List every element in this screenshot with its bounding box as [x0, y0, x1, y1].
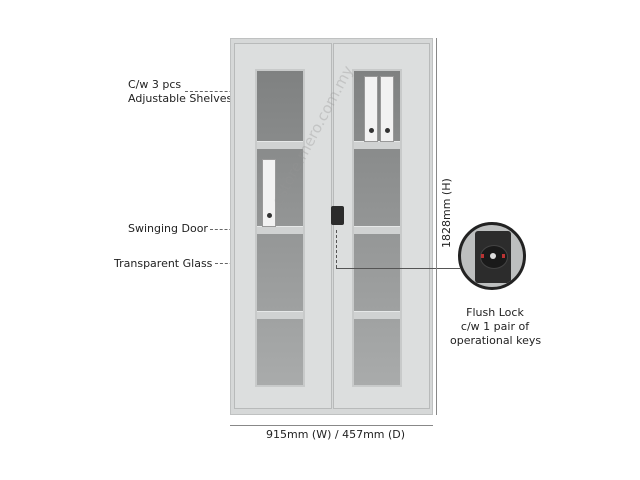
- width-label: 915mm (W) / 457mm (D): [266, 428, 406, 441]
- lock-label-line2: c/w 1 pair of: [460, 320, 530, 333]
- shelves-label-line2: Adjustable Shelves: [128, 92, 233, 105]
- glass-label: Transparent Glass: [114, 257, 213, 270]
- flush-lock-icon: [475, 231, 511, 283]
- lock-label-line1: Flush Lock: [466, 306, 524, 319]
- right-glass: [352, 69, 402, 387]
- lock-label: Flush Lock c/w 1 pair of operational key…: [450, 306, 542, 348]
- door-leader: [210, 229, 242, 230]
- height-dimension-line: [436, 38, 437, 415]
- cabinet: [230, 38, 433, 415]
- binder: [380, 76, 394, 142]
- door-label: Swinging Door: [128, 222, 208, 235]
- width-dimension-line: [230, 425, 433, 426]
- binder: [364, 76, 378, 142]
- lock-icon: [331, 206, 344, 225]
- lock-closeup: [458, 222, 526, 290]
- shelves-label-line1: C/w 3 pcs: [128, 78, 182, 91]
- lock-leader-v: [336, 230, 337, 268]
- binder: [262, 159, 276, 227]
- lock-leader-h: [336, 268, 460, 269]
- height-label: 1828mm (H): [440, 178, 453, 248]
- right-door: [331, 43, 430, 409]
- left-glass: [255, 69, 305, 387]
- lock-label-line3: operational keys: [450, 334, 542, 347]
- left-door: [234, 43, 332, 409]
